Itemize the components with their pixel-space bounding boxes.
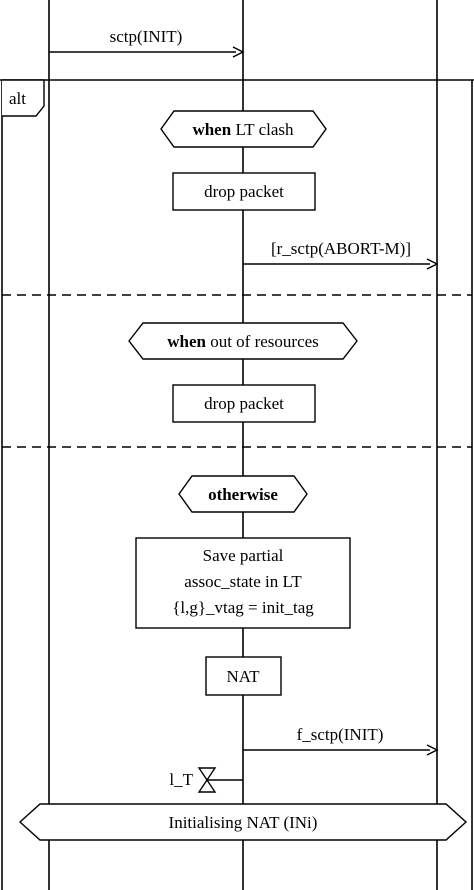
guard-out-of-resources: when out of resources [128,322,358,360]
save-line-3: {l,g}_vtag = init_tag [172,598,314,617]
action-drop-packet-1-label: drop packet [204,182,284,201]
alt-frame: alt [0,79,474,890]
svg-text:otherwise: otherwise [208,485,278,504]
message-init-in-label: sctp(INIT) [110,27,183,46]
guard-lt-clash: when LT clash [160,110,327,148]
svg-text:when LT clash: when LT clash [192,120,294,139]
guard-keyword: when [167,332,206,351]
guard-condition: out of resources [206,332,319,351]
alt-label: alt [9,89,26,108]
action-nat-label: NAT [226,667,260,686]
hourglass-icon [197,767,217,793]
action-drop-packet-2: drop packet [172,384,316,423]
state-label: Initialising NAT (INi) [169,813,318,832]
guard-condition: LT clash [231,120,294,139]
save-line-1: Save partial [203,546,284,565]
state-initialising-nat: Initialising NAT (INi) [18,803,468,841]
timer-label: l_T [169,770,193,789]
timer-l-t: l_T [169,767,243,793]
action-save-partial-state: Save partial assoc_state in LT {l,g}_vta… [135,537,351,629]
action-nat: NAT [205,656,282,696]
action-drop-packet-1: drop packet [172,172,316,211]
save-line-2: assoc_state in LT [184,572,302,591]
svg-text:when out of resources: when out of resources [167,332,319,351]
alt-tab [2,79,45,117]
guard-keyword: when [192,120,231,139]
action-drop-packet-2-label: drop packet [204,394,284,413]
message-init-out-label: f_sctp(INIT) [297,725,384,744]
guard-otherwise: otherwise [178,475,308,513]
message-init-in: sctp(INIT) [49,27,245,58]
guard-keyword: otherwise [208,485,278,504]
message-abort-out: [r_sctp(ABORT-M)] [243,239,439,270]
message-init-out: f_sctp(INIT) [243,725,439,756]
message-abort-out-label: [r_sctp(ABORT-M)] [271,239,411,258]
